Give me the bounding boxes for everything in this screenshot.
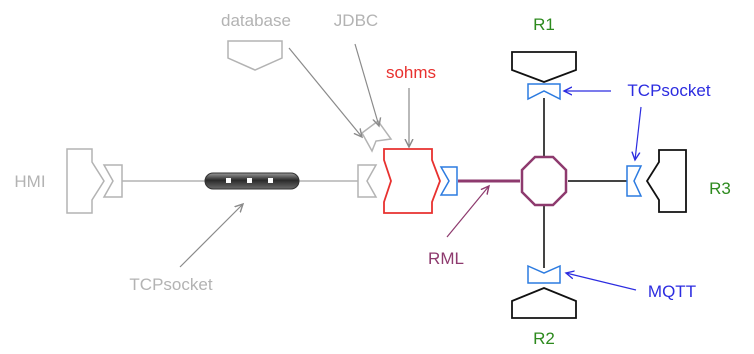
tcp-pipe-connector	[204, 172, 300, 190]
sohms-component	[357, 148, 458, 214]
rml-arrow	[446, 186, 489, 238]
mqtt-label: MQTT	[648, 282, 696, 301]
database-label: database	[221, 11, 291, 30]
r1-label: R1	[533, 15, 555, 34]
pipe-dot-1	[226, 178, 231, 183]
r3-label: R3	[709, 179, 731, 198]
tcpsocket-left-label: TCPsocket	[129, 275, 212, 294]
text-labels: database JDBC sohms HMI TCPsocket RML R1…	[14, 11, 730, 348]
hub-octagon	[520, 155, 568, 207]
pipe-dot-3	[268, 178, 273, 183]
mqtt-arrow	[566, 273, 637, 291]
r3-port	[626, 165, 643, 197]
sohms-label: sohms	[386, 63, 436, 82]
database-arrow	[288, 47, 362, 137]
rml-label: RML	[428, 249, 464, 268]
hmi-box	[66, 148, 105, 214]
tcp-left-arrow	[179, 204, 243, 268]
pipe-dot-2	[247, 178, 252, 183]
hmi-label: HMI	[14, 172, 45, 191]
r2-component	[511, 264, 577, 319]
tcp-right-r3-arrow	[635, 106, 642, 160]
r2-port	[527, 264, 561, 284]
connection-lines	[122, 98, 628, 268]
r3-box	[645, 149, 687, 213]
jdbc-port	[361, 119, 393, 153]
database-icon	[227, 40, 283, 71]
r1-component	[511, 51, 577, 101]
hmi-component	[66, 148, 123, 214]
sohms-right-port	[439, 166, 458, 196]
jdbc-arrow	[354, 43, 379, 126]
annotation-arrows	[179, 43, 642, 291]
r2-label: R2	[533, 329, 555, 348]
sohms-box	[383, 148, 441, 214]
jdbc-label: JDBC	[334, 11, 378, 30]
hmi-port	[102, 164, 123, 198]
r1-port	[527, 83, 561, 101]
sohms-left-port	[357, 164, 378, 198]
tcpsocket-right-label: TCPsocket	[627, 81, 710, 100]
r1-box	[511, 51, 577, 83]
r2-box	[511, 287, 577, 319]
r3-component	[626, 149, 687, 213]
